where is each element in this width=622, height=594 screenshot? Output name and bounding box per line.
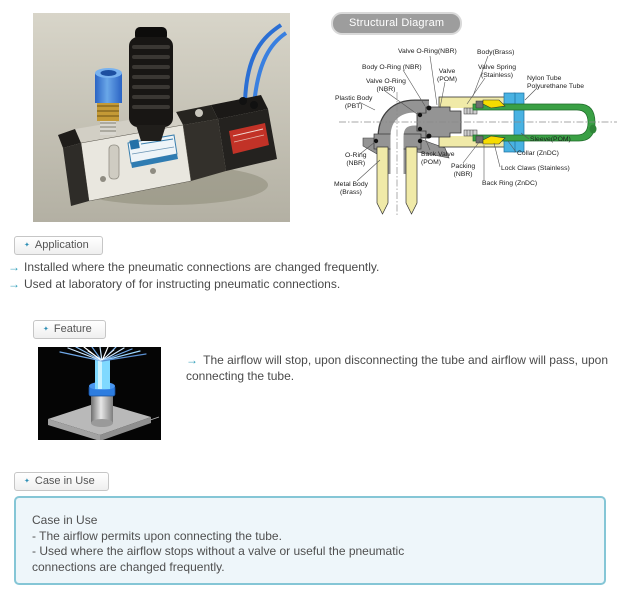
case-in-use-section-button[interactable]: ✦ Case in Use [14, 472, 109, 491]
diagram-label: O-Ring (NBR) [345, 152, 367, 167]
structural-diagram-drawing [339, 55, 617, 216]
diamond-icon: ✦ [43, 325, 49, 333]
product-photo [33, 13, 290, 222]
diagram-label: Valve Spring (Stainless) [478, 64, 517, 79]
diagram-label: Valve O-Ring (NBR) [366, 78, 406, 93]
case-box-line-3: connections are changed frequently. [32, 559, 225, 574]
feature-image [38, 346, 161, 441]
application-bullet-1-text: Installed where the pneumatic connection… [24, 260, 380, 274]
case-box-title: Case in Use [32, 513, 98, 527]
application-section-button[interactable]: ✦ Application [14, 236, 103, 255]
diamond-icon: ✦ [24, 241, 30, 249]
diagram-label: Packing (NBR) [451, 163, 476, 178]
case-in-use-content: Case in Use - The airflow permits upon c… [16, 498, 604, 575]
diagram-label: Back Ring (ZnDC) [482, 180, 538, 187]
diagram-label: Body(Brass) [477, 49, 515, 56]
diagram-label: Collar (ZnDC) [517, 150, 559, 157]
application-bullet-1: → Installed where the pneumatic connecti… [8, 260, 379, 274]
diagram-label: Sleeve(POM) [530, 136, 571, 143]
diagram-label: Body O-Ring (NBR) [362, 64, 422, 71]
diagram-label: Valve (POM) [437, 68, 458, 83]
feature-section-button[interactable]: ✦ Feature [33, 320, 106, 339]
bullet-arrow-icon: → [8, 277, 20, 292]
diamond-icon: ✦ [24, 477, 30, 485]
case-in-use-box: Case in Use - The airflow permits upon c… [14, 496, 606, 585]
case-box-line-2: - Used where the airflow stops without a… [32, 544, 405, 559]
bullet-arrow-icon: → [8, 260, 20, 274]
airflow-illustration [38, 346, 161, 441]
diagram-label: Lock Claws (Stainless) [501, 165, 570, 172]
diagram-label: Metal Body (Brass) [334, 181, 369, 196]
case-box-line-1: - The airflow permits upon connecting th… [32, 528, 282, 543]
application-bullet-2: → Used at laboratory of for instructing … [8, 277, 379, 291]
bullet-arrow-icon: → [186, 353, 198, 367]
case-in-use-section-label: Case in Use [34, 475, 95, 487]
feature-text: → The airflow will stop, upon disconnect… [186, 353, 622, 385]
feature-text-content: The airflow will stop, upon disconnectin… [186, 353, 609, 383]
diagram-label: Back Valve (POM) [421, 151, 455, 166]
product-photo-illustration [33, 13, 290, 222]
structural-diagram-badge: Structural Diagram [331, 12, 463, 35]
feature-section-label: Feature [53, 323, 92, 335]
application-section-label: Application [34, 239, 89, 251]
application-bullet-2-text: Used at laboratory of for instructing pn… [24, 277, 341, 292]
structural-diagram: Valve O-Ring(NBR) Body(Brass) Body O-Rin… [333, 42, 622, 220]
diagram-label: Valve O-Ring(NBR) [398, 48, 457, 55]
diagram-label: Nylon Tube Polyurethane Tube [527, 75, 585, 90]
diagram-label: Plastic Body (PBT) [335, 95, 373, 110]
application-bullets: → Installed where the pneumatic connecti… [8, 260, 379, 295]
